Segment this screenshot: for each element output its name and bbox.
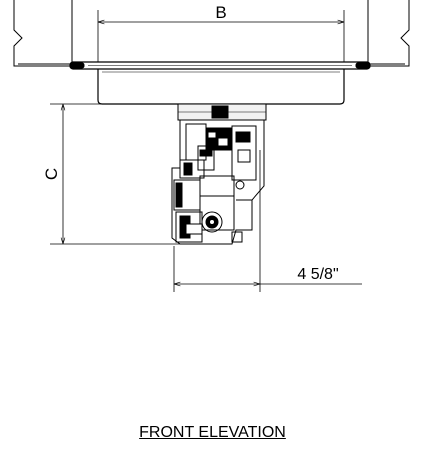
trim-flange [69,61,371,70]
valve-assembly [171,119,265,245]
dimension-c-label: C [42,168,61,180]
dimension-offset-label: 4 5/8" [297,266,338,283]
right-wall-section [367,0,410,67]
dimension-b-label: B [215,3,226,22]
drawing-caption: FRONT ELEVATION [139,424,286,441]
mounting-collar [177,103,267,121]
left-wall-section [13,0,73,67]
housing-pan [97,69,345,105]
